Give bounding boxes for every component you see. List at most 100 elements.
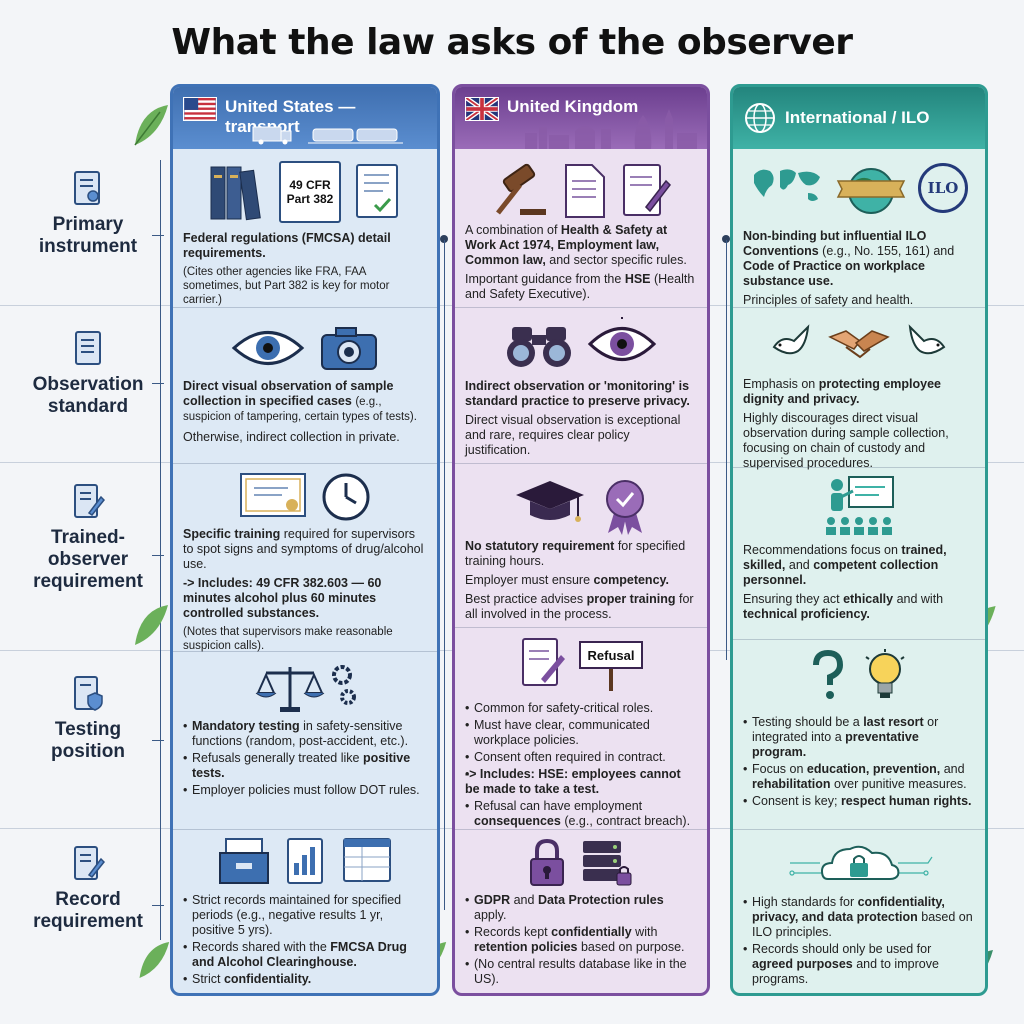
list-item: Consent is key; respect human rights. <box>743 794 975 809</box>
law-books-icon <box>210 166 261 221</box>
list-item: Strict confidentiality. <box>183 972 427 987</box>
connector-line <box>152 555 164 556</box>
certificate-icon <box>240 473 306 517</box>
list-item: Records kept confidentially with retenti… <box>465 925 697 955</box>
certificate-document-icon <box>74 171 100 205</box>
camera-icon <box>321 327 377 370</box>
list-item: Refusal can have employment consequences… <box>465 799 697 829</box>
testing-icons-ilo <box>733 649 985 705</box>
list-item: Records should only be used for agreed p… <box>743 942 975 987</box>
list-item: Consent often required in contract. <box>465 750 697 765</box>
connector-line <box>152 383 164 384</box>
testing-position-ilo: Testing should be a last resort or integ… <box>733 715 985 811</box>
primary-instrument-uk: A combination of Health & Safety at Work… <box>465 223 695 301</box>
record-requirement-us: Strict records maintained for specified … <box>173 893 437 989</box>
testing-icons-us <box>173 659 437 715</box>
list-item: Mandatory testing in safety-sensitive fu… <box>183 719 427 749</box>
award-badge-icon <box>606 480 644 535</box>
refusal-sign: Refusal <box>579 635 643 691</box>
database-table-icon <box>343 838 391 882</box>
gavel-icon <box>496 163 546 215</box>
trained-icons-ilo <box>733 473 985 537</box>
records-icons-ilo <box>733 833 985 893</box>
globe-banner-icon <box>836 168 906 214</box>
us-flag-icon <box>183 97 217 121</box>
list-item: GDPR and Data Protection rules apply. <box>465 893 697 923</box>
eye-icon <box>231 331 305 365</box>
testing-position-uk: Common for safety-critical roles. Must h… <box>455 701 707 831</box>
document-pen-icon <box>522 638 565 686</box>
records-icons-us <box>173 835 437 887</box>
handshake-icon <box>828 330 890 359</box>
primary-icons-uk <box>455 161 707 221</box>
page-title: What the law asks of the observer <box>171 22 853 63</box>
connector-line <box>152 235 164 236</box>
primary-icons-ilo: ILO <box>733 163 985 217</box>
row-label-observation-standard: Observation standard <box>18 330 158 418</box>
trained-observer-ilo: Recommendations focus on trained, skille… <box>743 543 947 621</box>
padlock-icon <box>530 838 564 886</box>
question-mark-icon <box>813 649 844 699</box>
trained-icons-us <box>173 471 437 523</box>
document-pen-icon <box>74 846 105 880</box>
list-item: Focus on education, prevention, and reha… <box>743 762 975 792</box>
list-item: Common for safety-critical roles. <box>465 701 697 716</box>
column-united-kingdom: United Kingdom A combination of Health &… <box>452 84 710 996</box>
cell-separator <box>733 829 985 830</box>
trained-icons-uk <box>455 477 707 535</box>
leaf-decoration-icon <box>139 942 170 978</box>
row-label-record-requirement: Record requirement <box>18 845 158 933</box>
cell-separator <box>173 651 437 652</box>
london-skyline-icon <box>525 109 697 149</box>
document-icon <box>75 331 101 365</box>
list-item: Employer policies must follow DOT rules. <box>183 783 427 798</box>
connector-line <box>152 905 164 906</box>
primary-instrument-us: Federal regulations (FMCSA) detail requi… <box>183 231 391 306</box>
cell-separator <box>455 463 707 464</box>
server-lock-icon <box>583 841 632 886</box>
column-header-us: United States — transport <box>173 87 437 149</box>
truck-train-icon <box>252 126 403 145</box>
list-item: Must have clear, communicated workplace … <box>465 718 697 748</box>
cell-separator <box>173 829 437 830</box>
connector-line <box>444 240 445 910</box>
cloud-lock-icon <box>789 845 933 880</box>
dove-icon <box>772 324 810 355</box>
testing-icons-uk: Refusal <box>455 635 707 691</box>
trained-observer-us: Specific training required for superviso… <box>183 527 424 652</box>
column-header-uk: United Kingdom <box>455 87 707 149</box>
presentation-training-icon <box>826 476 894 535</box>
connector-line <box>152 740 164 741</box>
document-pen-icon <box>623 164 671 216</box>
checklist-document-icon <box>356 164 398 218</box>
column-header-ilo: International / ILO <box>733 87 985 149</box>
clock-icon <box>322 473 370 521</box>
record-requirement-uk: GDPR and Data Protection rules apply. Re… <box>455 893 707 989</box>
list-item: (No central results database like in the… <box>465 957 697 987</box>
observation-icons-uk <box>455 317 707 371</box>
document-icon <box>565 164 605 218</box>
column-united-states: United States — transport 49 CFR Part 38… <box>170 84 440 996</box>
cell-separator <box>455 829 707 830</box>
cell-separator <box>455 307 707 308</box>
observation-standard-ilo: Emphasis on protecting employee dignity … <box>743 377 949 470</box>
cell-separator <box>733 307 985 308</box>
list-item: High standards for confidentiality, priv… <box>743 895 975 940</box>
file-box-icon <box>219 838 269 884</box>
list-item: Refusals generally treated like positive… <box>183 751 427 781</box>
globe-icon <box>745 103 775 133</box>
scales-gears-icon <box>255 665 356 712</box>
list-item: Records shared with the FMCSA Drug and A… <box>183 940 427 970</box>
observation-standard-us: Direct visual observation of sample coll… <box>183 379 417 444</box>
graduation-cap-icon <box>516 481 584 522</box>
column-title-ilo: International / ILO <box>785 108 930 127</box>
observation-icons-us <box>173 323 437 373</box>
connector-line <box>160 160 161 940</box>
list-item: Testing should be a last resort or integ… <box>743 715 975 760</box>
column-international-ilo: International / ILO ILO Non-binding but … <box>730 84 988 996</box>
shield-document-icon <box>74 676 103 711</box>
lightbulb-icon <box>865 649 905 698</box>
eye-icon <box>587 317 657 361</box>
primary-icons-us: 49 CFR Part 382 <box>173 161 437 223</box>
primary-instrument-ilo: Non-binding but influential ILO Conventi… <box>743 229 955 307</box>
